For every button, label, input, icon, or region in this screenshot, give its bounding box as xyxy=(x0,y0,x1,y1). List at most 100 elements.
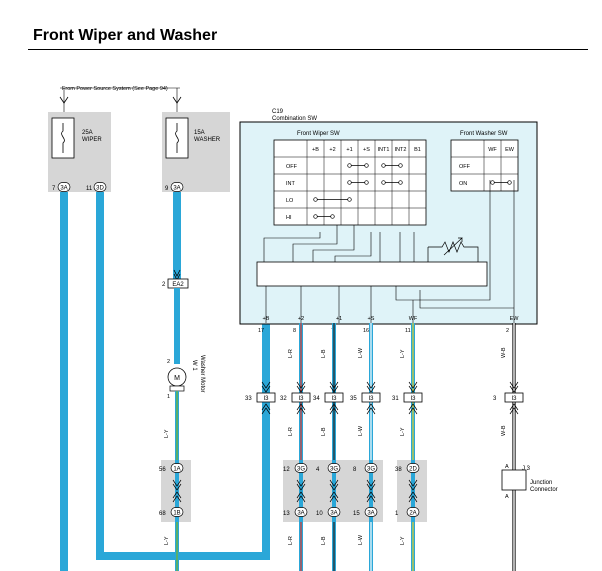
internal-wire xyxy=(292,225,338,262)
arrow-icon xyxy=(329,479,339,491)
pin-number: 38 xyxy=(395,467,402,473)
arrow-icon xyxy=(408,403,418,415)
connector-code: 3G xyxy=(297,466,305,472)
connector-i3 xyxy=(256,392,276,403)
pin-number: A xyxy=(505,464,509,470)
arrow-icon xyxy=(296,381,306,393)
arrow-icon xyxy=(366,381,376,393)
connector-code: 2A xyxy=(409,510,416,516)
connector-code: I3 xyxy=(511,396,517,402)
internal-wire xyxy=(312,225,355,262)
junction-connector xyxy=(501,469,527,491)
pin-number: 1 xyxy=(167,394,170,400)
pin-number: 32 xyxy=(280,396,287,402)
page-title: Front Wiper and Washer xyxy=(33,27,218,44)
pin-number: 11 xyxy=(405,328,411,334)
wire-color-label: W-B xyxy=(501,425,507,436)
switch-contact xyxy=(313,197,318,202)
arrow-icon xyxy=(329,491,339,503)
fuse-connectors: 3A 3D 3A xyxy=(57,182,184,192)
connector-code: 3A xyxy=(60,185,67,191)
pin-number: 31 xyxy=(392,396,399,402)
wire-color-label: L-W xyxy=(358,347,364,358)
motor-code: W 1 xyxy=(191,360,197,371)
connector-badge xyxy=(406,507,420,517)
lower-wiring: L-RL-RL-RL-BL-BL-BL-WL-WL-WL-YL-YL-YW-BW… xyxy=(159,323,558,571)
internal-wire xyxy=(263,232,321,262)
table-column-header: INT1 xyxy=(378,147,390,153)
connector-badge xyxy=(170,182,184,192)
arrow-icon xyxy=(509,381,519,393)
connector-badge xyxy=(170,463,184,473)
title-divider xyxy=(28,49,588,50)
connector-badge xyxy=(364,463,378,473)
switch-contact xyxy=(313,214,318,219)
table-row-header: OFF xyxy=(286,164,298,170)
switch-terminal-label: +1 xyxy=(336,316,342,322)
switch-contact xyxy=(490,180,495,185)
fuse-wiper-rating: 25A xyxy=(82,130,93,136)
connector-i3 xyxy=(403,392,423,403)
table-row-header: ON xyxy=(459,181,467,187)
pin-number: 15 xyxy=(353,511,360,517)
switch-contact xyxy=(347,163,352,168)
table-column-header: EW xyxy=(505,147,515,153)
pin-number: 13 xyxy=(283,511,290,517)
internal-wire xyxy=(334,232,372,262)
connector-i3 xyxy=(361,392,381,403)
pin-number: 16 xyxy=(363,328,369,334)
pin-number: 2 xyxy=(506,328,509,334)
connector-code: 1B xyxy=(173,510,180,516)
table-column-header: INT2 xyxy=(395,147,407,153)
wire-color-label: L-R xyxy=(288,427,294,436)
pin-number: 9 xyxy=(165,186,169,192)
table-row-header: OFF xyxy=(459,164,471,170)
connector-badge xyxy=(93,182,107,192)
wire-color-label: L-B xyxy=(321,427,327,436)
connector-badge xyxy=(364,507,378,517)
fuse-washer-rating: 15A xyxy=(194,130,205,136)
pin-number: 11 xyxy=(86,186,93,192)
power-arrow-icon xyxy=(172,96,182,104)
arrow-icon xyxy=(509,403,519,415)
wiper-switch-title: Front Wiper SW xyxy=(297,131,340,137)
wire-color-label: L-Y xyxy=(400,536,406,545)
pin-number: 4 xyxy=(316,467,320,473)
table-row-header: LO xyxy=(286,198,294,204)
junction-code: J 3 xyxy=(522,466,531,472)
arrow-icon xyxy=(261,403,271,415)
switch-terminal-label: +B xyxy=(263,316,270,322)
connector-code: 2D xyxy=(409,466,417,472)
arrow-icon xyxy=(366,479,376,491)
arrow-icon xyxy=(408,479,418,491)
internal-wire xyxy=(395,180,491,301)
pin-number: 2 xyxy=(162,282,166,288)
arrow-icon xyxy=(296,479,306,491)
motor-name: Washer Motor xyxy=(199,355,205,392)
connector-code: I3 xyxy=(410,396,416,402)
arrow-icon xyxy=(366,491,376,503)
switch-contact xyxy=(381,180,386,185)
internal-wire xyxy=(419,290,514,309)
wire-color-label: L-W xyxy=(358,534,364,545)
arrow-icon xyxy=(408,381,418,393)
pin-number: 7 xyxy=(52,186,56,192)
connector-code: 3A xyxy=(297,510,304,516)
switch-contact xyxy=(507,180,512,185)
pin-number: 2 xyxy=(167,359,170,365)
connector-code: I3 xyxy=(298,396,304,402)
fuse-icon xyxy=(175,123,179,153)
arrow-icon xyxy=(366,403,376,415)
switch-contact xyxy=(347,180,352,185)
switch-contact xyxy=(381,163,386,168)
connector-code: 3D xyxy=(96,185,104,191)
wire-color-label: W-B xyxy=(501,347,507,358)
connector-code: 3A xyxy=(173,185,180,191)
connector-badge xyxy=(170,507,184,517)
switch-terminal-label: +2 xyxy=(298,316,304,322)
pin-number: A xyxy=(505,494,509,500)
pin-number: 35 xyxy=(350,396,357,402)
